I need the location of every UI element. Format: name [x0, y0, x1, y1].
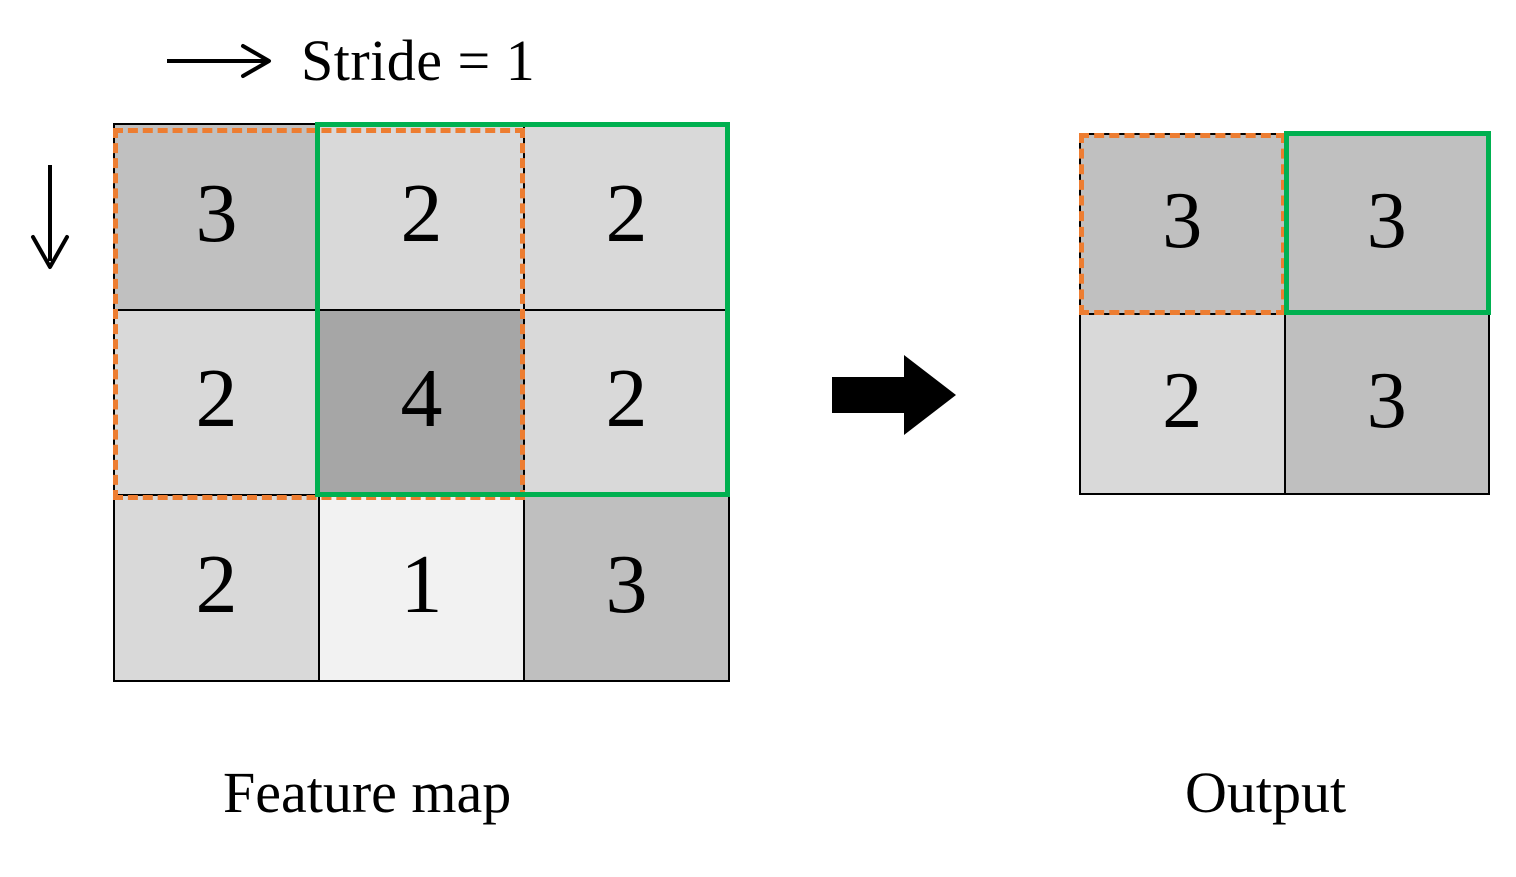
arrow-right-thin-icon: [167, 44, 271, 78]
cell-value: 2: [605, 352, 648, 446]
feature-map-cell[interactable]: 1: [320, 496, 523, 680]
output-cell[interactable]: 3: [1081, 135, 1284, 313]
block-arrow-right-icon: [832, 355, 956, 435]
cell-value: 1: [400, 538, 443, 632]
cell-value: 3: [1162, 177, 1203, 265]
output-cell[interactable]: 3: [1285, 135, 1488, 313]
cell-value: 3: [1366, 177, 1407, 265]
cell-value: 2: [195, 538, 238, 632]
cell-value: 2: [605, 166, 648, 260]
feature-map-cell[interactable]: 2: [320, 125, 523, 309]
output-caption: Output: [1185, 760, 1347, 825]
feature-map-cell[interactable]: 2: [115, 310, 318, 495]
cell-value: 3: [195, 166, 238, 260]
cell-value: 2: [195, 352, 238, 446]
feature-map-cell[interactable]: 3: [115, 125, 318, 309]
output-grid: 3 3 2 3: [1079, 133, 1490, 495]
cell-value: 3: [1366, 357, 1407, 445]
cell-value: 3: [605, 538, 648, 632]
feature-map-cell[interactable]: 2: [115, 496, 318, 680]
stride-label: Stride = 1: [301, 28, 536, 93]
output-cell[interactable]: 2: [1081, 315, 1284, 493]
feature-map-cell[interactable]: 2: [525, 310, 728, 495]
cell-value: 2: [400, 166, 443, 260]
output-cell[interactable]: 3: [1285, 315, 1488, 493]
stride-annotation: Stride = 1: [165, 24, 535, 98]
feature-map-cell[interactable]: 2: [525, 125, 728, 309]
cell-value: 4: [400, 352, 443, 446]
cell-value: 2: [1162, 357, 1203, 445]
feature-map-cell[interactable]: 4: [320, 310, 523, 495]
arrow-down-thin-icon: [31, 165, 69, 269]
feature-map-grid: 3 2 2 2 4 2 2 1 3: [113, 123, 730, 682]
feature-map-cell[interactable]: 3: [525, 496, 728, 680]
feature-map-caption: Feature map: [223, 760, 512, 825]
